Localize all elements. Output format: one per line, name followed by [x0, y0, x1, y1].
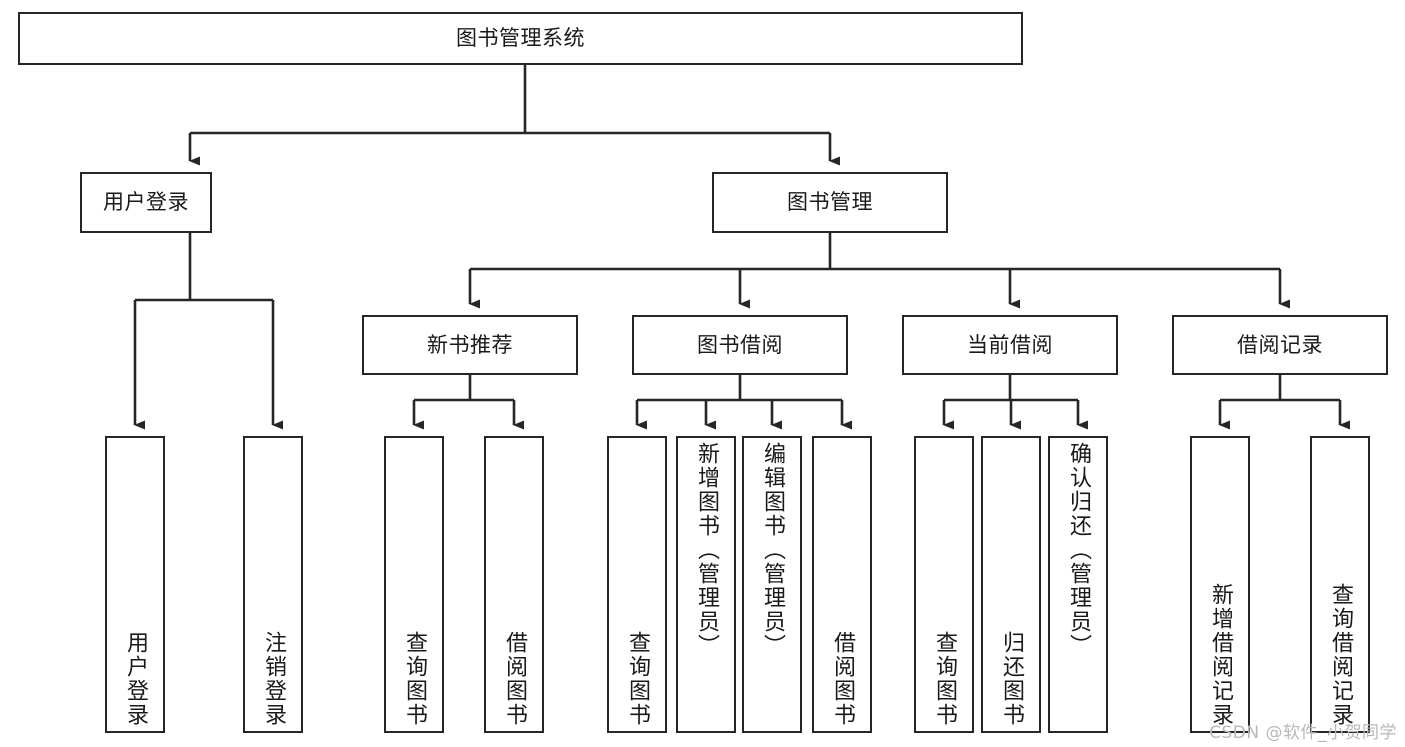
node-label: 注销登录	[261, 631, 286, 727]
leaf-current-borrow-return-book[interactable]: 归还图书	[981, 436, 1041, 733]
leaf-book-borrow-edit-book-admin[interactable]: 编辑图书（管理员）	[742, 436, 802, 733]
node-label: 用户登录	[103, 190, 189, 215]
node-label: 图书管理	[787, 190, 873, 215]
node-label: 归还图书	[999, 631, 1024, 727]
node-label: 查询图书	[625, 631, 650, 727]
leaf-new-book-query-book[interactable]: 查询图书	[384, 436, 444, 733]
node-label: 图书借阅	[697, 332, 783, 357]
node-label: 新增图书（管理员）	[694, 442, 719, 658]
node-current-borrow[interactable]: 当前借阅	[902, 315, 1118, 375]
node-label: 借阅图书	[830, 631, 855, 727]
node-book-management[interactable]: 图书管理	[712, 172, 948, 233]
node-label: 借阅图书	[502, 631, 527, 727]
leaf-book-borrow-borrow-book[interactable]: 借阅图书	[812, 436, 872, 733]
node-label: 确认归还（管理员）	[1066, 442, 1091, 658]
leaf-current-borrow-query-book[interactable]: 查询图书	[914, 436, 974, 733]
node-label: 图书管理系统	[456, 26, 585, 51]
node-label: 当前借阅	[967, 332, 1053, 357]
node-borrow-record[interactable]: 借阅记录	[1172, 315, 1388, 375]
node-label: 新增借阅记录	[1208, 583, 1233, 727]
node-label: 查询图书	[932, 631, 957, 727]
leaf-user-login-signout[interactable]: 注销登录	[243, 436, 303, 733]
leaf-book-borrow-query-book[interactable]: 查询图书	[607, 436, 667, 733]
node-label: 查询借阅记录	[1328, 583, 1353, 727]
node-label: 编辑图书（管理员）	[760, 442, 785, 658]
leaf-user-login-signin[interactable]: 用户登录	[105, 436, 165, 733]
node-new-book-recommend[interactable]: 新书推荐	[362, 315, 578, 375]
leaf-new-book-borrow-book[interactable]: 借阅图书	[484, 436, 544, 733]
leaf-current-borrow-confirm-return-admin[interactable]: 确认归还（管理员）	[1048, 436, 1108, 733]
csdn-watermark: CSDN @软件_小贺同学	[1209, 723, 1397, 743]
leaf-borrow-record-query-record[interactable]: 查询借阅记录	[1310, 436, 1370, 733]
node-user-login[interactable]: 用户登录	[80, 172, 212, 233]
node-root-book-management-system[interactable]: 图书管理系统	[18, 12, 1023, 65]
node-label: 查询图书	[402, 631, 427, 727]
leaf-borrow-record-add-record[interactable]: 新增借阅记录	[1190, 436, 1250, 733]
leaf-book-borrow-add-book-admin[interactable]: 新增图书（管理员）	[676, 436, 736, 733]
node-label: 用户登录	[123, 631, 148, 727]
node-label: 借阅记录	[1237, 332, 1323, 357]
node-label: 新书推荐	[427, 332, 513, 357]
node-book-borrow[interactable]: 图书借阅	[632, 315, 848, 375]
